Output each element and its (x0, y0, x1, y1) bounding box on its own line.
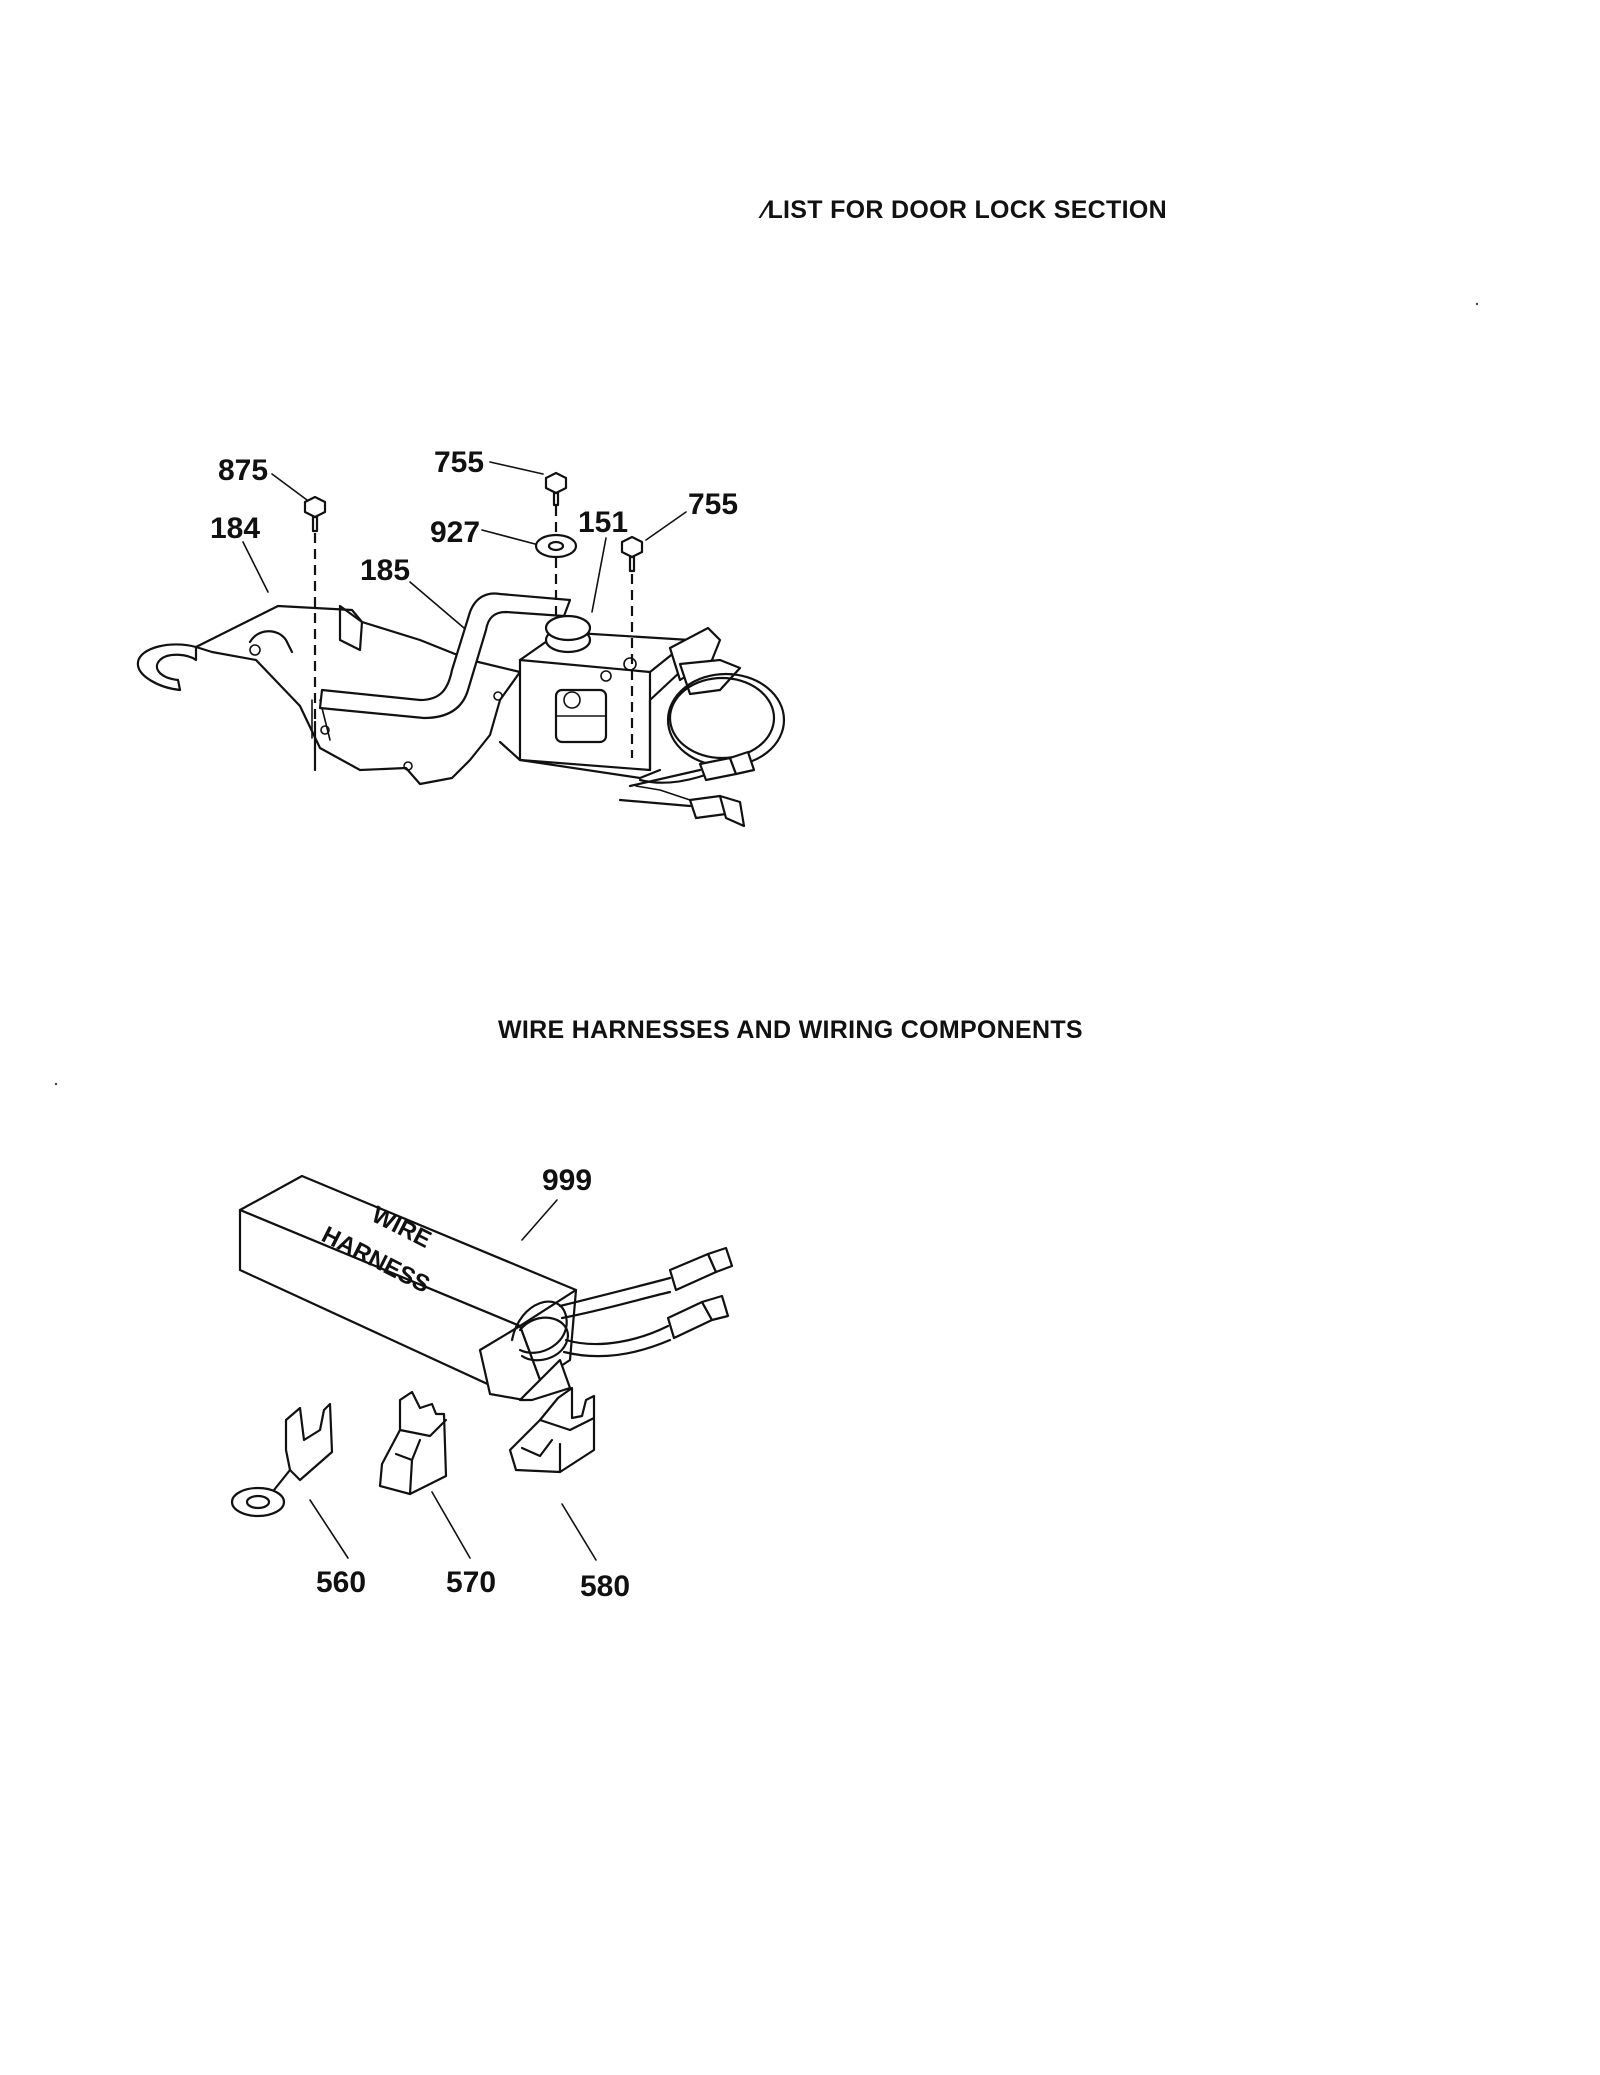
callout-570: 570 (446, 1566, 496, 1599)
lock-motor-151 (498, 614, 742, 780)
spade-terminal-570 (378, 1390, 448, 1496)
screw-755-top (544, 471, 568, 507)
harness-wires (510, 1246, 734, 1362)
callout-755-top: 755 (434, 446, 484, 479)
wiring-section-title: WIRE HARNESSES AND WIRING COMPONENTS (498, 1016, 1083, 1044)
callout-185: 185 (360, 554, 410, 587)
door-lock-section-title: ⁄LIST FOR DOOR LOCK SECTION (763, 196, 1167, 224)
door-lock-assembly: 875 755 184 927 151 755 185 (136, 446, 786, 828)
ring-terminal-560 (230, 1402, 334, 1518)
callout-927: 927 (430, 516, 480, 549)
callout-184: 184 (210, 512, 260, 545)
callout-999: 999 (542, 1164, 592, 1197)
callout-151: 151 (578, 506, 628, 539)
spade-terminal-580 (508, 1386, 596, 1474)
wire-harness-assembly: WIRE HARNESS (230, 1164, 734, 1603)
screw-875 (303, 495, 327, 533)
callout-755-right: 755 (688, 488, 738, 521)
washer-927 (534, 533, 578, 559)
callout-875: 875 (218, 454, 268, 487)
screw-755-right (620, 535, 644, 573)
lock-wire-leads (618, 672, 786, 828)
callout-580: 580 (580, 1570, 630, 1603)
callout-560: 560 (316, 1566, 366, 1599)
harness-box-999: WIRE HARNESS (238, 1174, 578, 1402)
